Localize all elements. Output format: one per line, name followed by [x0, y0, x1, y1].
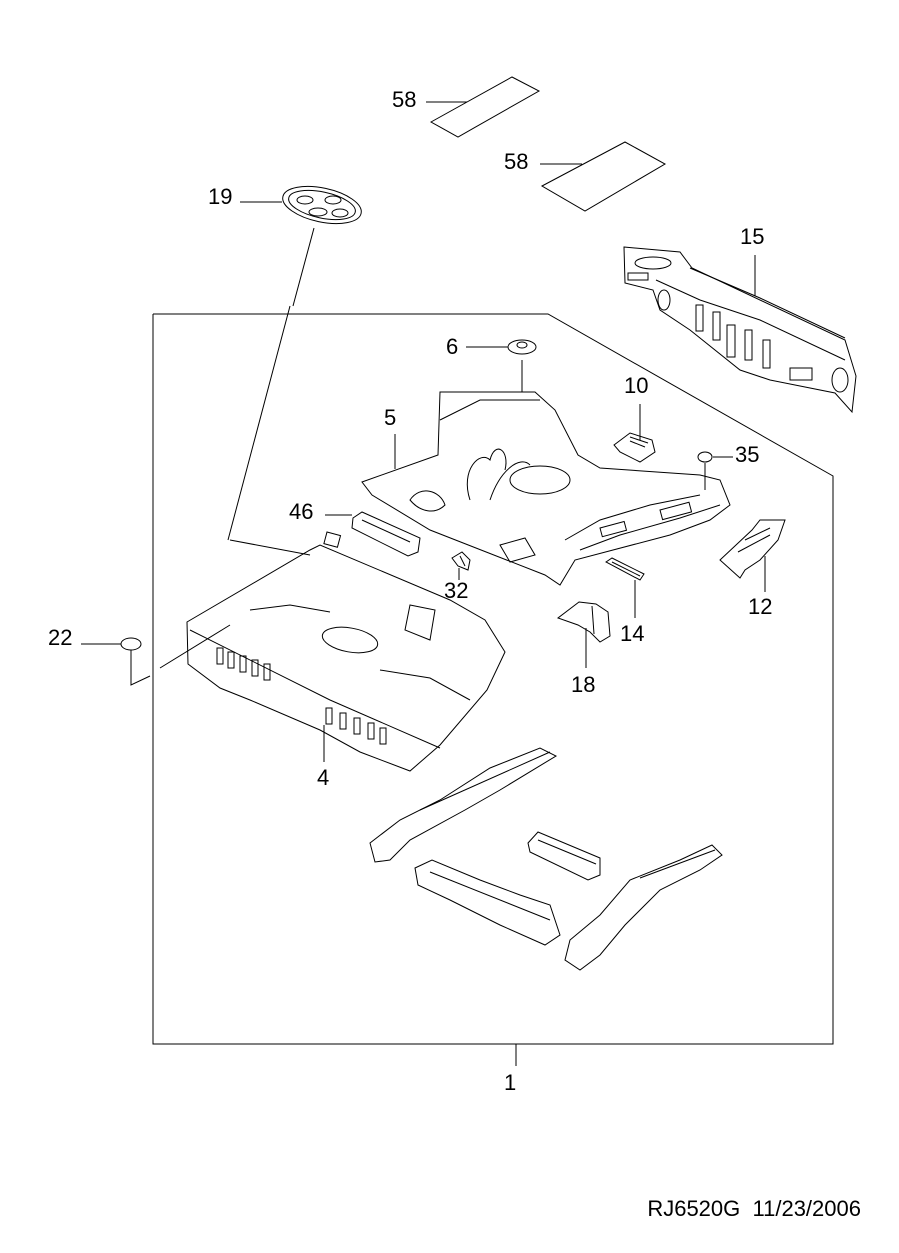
leader-4-frame — [227, 305, 291, 541]
part-12-extension[interactable] — [719, 519, 786, 579]
callout-5[interactable]: 5 — [384, 405, 396, 430]
part-22-plug[interactable] — [120, 637, 142, 651]
assembly-frame — [152, 313, 834, 1045]
part-32-bracket[interactable] — [451, 551, 471, 571]
part-35-plug[interactable] — [697, 451, 713, 463]
callout-1[interactable]: 1 — [504, 1070, 516, 1095]
part-14-bracket[interactable] — [605, 557, 645, 581]
part-58-pad-lower[interactable] — [540, 141, 667, 212]
part-58-pad-upper[interactable] — [429, 76, 541, 138]
part-crossmember-small[interactable] — [527, 831, 601, 881]
part-side-rail-left[interactable] — [369, 747, 558, 863]
callout-58a[interactable]: 58 — [392, 87, 416, 112]
leader-22-frame — [159, 624, 231, 669]
part-5-rear-floor[interactable] — [361, 391, 731, 586]
callout-6[interactable]: 6 — [446, 334, 458, 359]
callout-46[interactable]: 46 — [289, 499, 313, 524]
part-crossmember-rear[interactable] — [414, 859, 561, 946]
callout-18[interactable]: 18 — [571, 672, 595, 697]
part-side-rail-right[interactable] — [564, 844, 723, 971]
part-46-reinforcement[interactable] — [323, 511, 421, 557]
callout-14[interactable]: 14 — [620, 621, 644, 646]
part-18-bracket[interactable] — [556, 601, 611, 643]
part-6-plug[interactable] — [507, 339, 537, 355]
callout-58b[interactable]: 58 — [504, 149, 528, 174]
drawing-footer: RJ6520G 11/23/2006 — [647, 1196, 861, 1222]
part-19-cover[interactable] — [279, 180, 364, 230]
callout-19[interactable]: 19 — [208, 184, 232, 209]
drawing-date: 11/23/2006 — [752, 1196, 861, 1221]
callout-15[interactable]: 15 — [740, 224, 764, 249]
callout-22[interactable]: 22 — [48, 625, 72, 650]
part-4-front-floor[interactable] — [186, 539, 506, 772]
leader-19-down — [292, 227, 315, 307]
part-15-rear-panel[interactable] — [623, 246, 857, 414]
callout-12[interactable]: 12 — [748, 594, 772, 619]
callout-10[interactable]: 10 — [624, 373, 648, 398]
drawing-code: RJ6520G — [647, 1196, 741, 1221]
callout-4[interactable]: 4 — [317, 765, 329, 790]
leader-22-down — [130, 650, 151, 686]
part-10-bracket[interactable] — [613, 432, 656, 463]
callout-35[interactable]: 35 — [735, 442, 759, 467]
